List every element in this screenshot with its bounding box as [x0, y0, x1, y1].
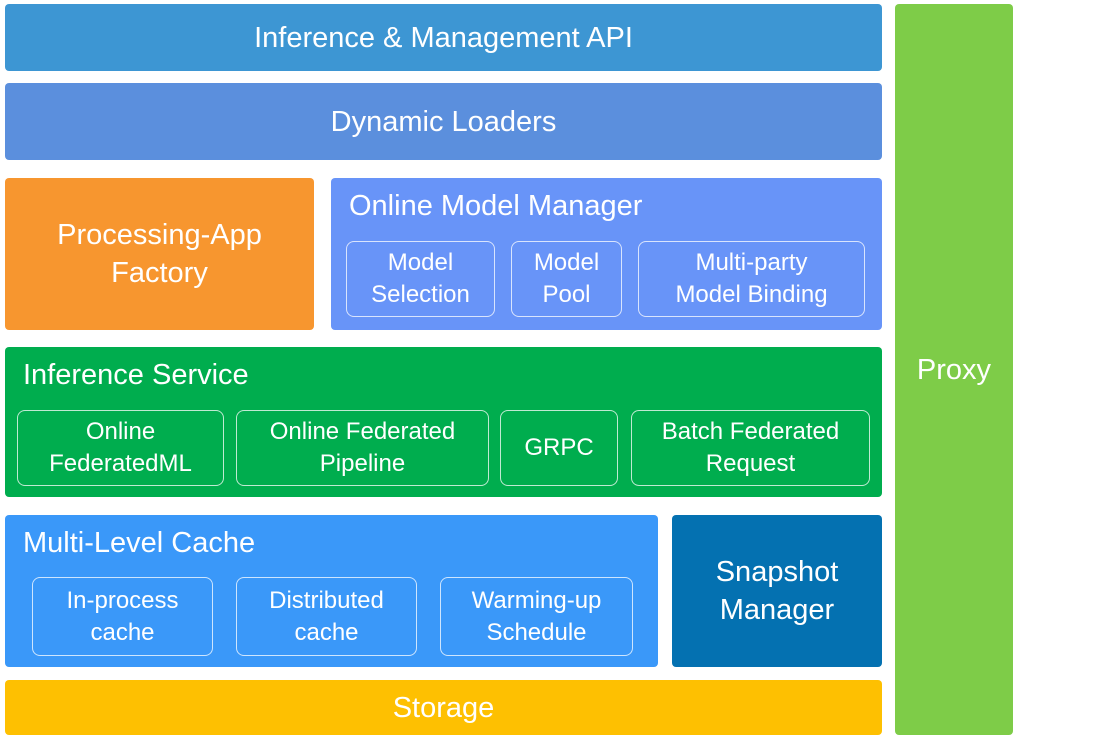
in-process-cache-label: In-process cache [66, 586, 179, 646]
storage-layer: Storage [5, 680, 882, 735]
online-federatedml-box: Online FederatedML [17, 410, 224, 486]
dynamic-loaders-layer: Dynamic Loaders [5, 83, 882, 160]
inference-service-title: Inference Service [23, 359, 249, 391]
inference-service: Inference Service Online FederatedML Onl… [5, 347, 882, 497]
snapshot-manager: Snapshot Manager [672, 515, 882, 667]
snapshot-manager-label: Snapshot Manager [715, 556, 839, 626]
warming-up-schedule-label: Warming-up Schedule [471, 586, 602, 646]
grpc-box: GRPC [500, 410, 618, 486]
proxy-label: Proxy [916, 353, 992, 386]
distributed-cache-label: Distributed cache [269, 586, 384, 646]
multi-level-cache: Multi-Level Cache In-process cache Distr… [5, 515, 658, 667]
batch-federated-request-label: Batch Federated Request [661, 418, 840, 477]
in-process-cache-box: In-process cache [32, 577, 213, 656]
api-layer: Inference & Management API [5, 4, 882, 71]
proxy-layer: Proxy [895, 4, 1013, 735]
model-pool-box: Model Pool [511, 241, 622, 317]
multi-level-cache-title: Multi-Level Cache [23, 527, 256, 559]
model-pool-label: Model Pool [533, 249, 600, 308]
model-selection-label: Model Selection [371, 249, 470, 308]
warming-up-schedule-box: Warming-up Schedule [440, 577, 633, 656]
grpc-label: GRPC [524, 434, 594, 461]
api-layer-label: Inference & Management API [254, 21, 633, 54]
storage-label: Storage [392, 691, 495, 724]
processing-app-factory-label: Processing-App Factory [57, 219, 262, 289]
dynamic-loaders-label: Dynamic Loaders [330, 105, 557, 138]
online-model-manager: Online Model Manager Model Selection Mod… [331, 178, 882, 330]
online-federated-pipeline-label: Online Federated Pipeline [269, 418, 456, 477]
multi-party-model-binding-box: Multi-party Model Binding [638, 241, 865, 317]
distributed-cache-box: Distributed cache [236, 577, 417, 656]
online-model-manager-title: Online Model Manager [349, 190, 643, 222]
model-selection-box: Model Selection [346, 241, 495, 317]
batch-federated-request-box: Batch Federated Request [631, 410, 870, 486]
processing-app-factory: Processing-App Factory [5, 178, 314, 330]
online-federatedml-label: Online FederatedML [49, 418, 192, 477]
multi-party-model-binding-label: Multi-party Model Binding [675, 249, 828, 308]
online-federated-pipeline-box: Online Federated Pipeline [236, 410, 489, 486]
